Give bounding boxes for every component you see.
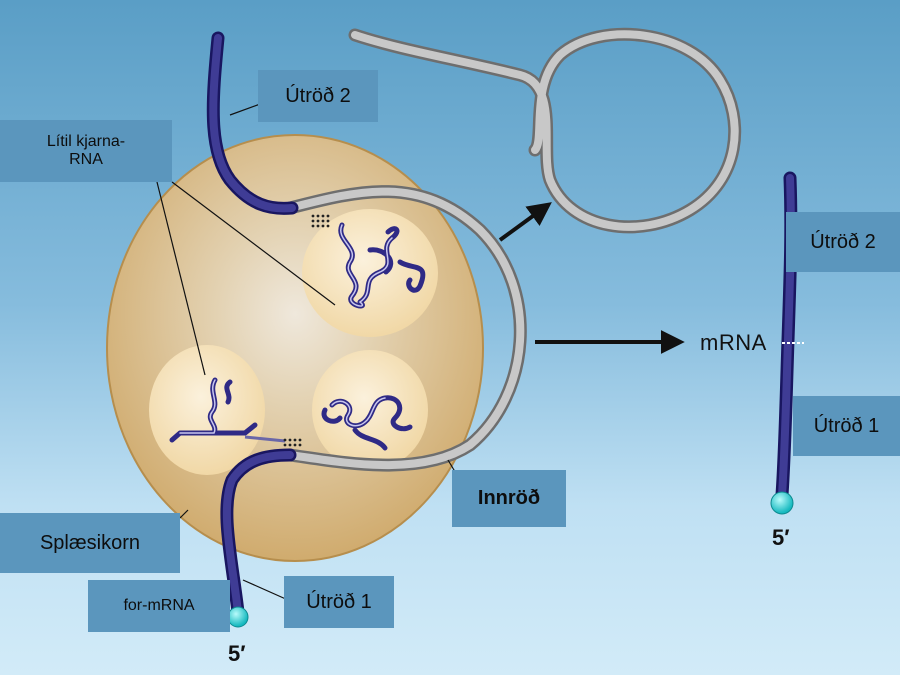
label-exon1-left: Útröð 1 [284, 576, 394, 628]
label-exon1-right: Útröð 1 [793, 396, 900, 456]
intron-lariat [348, 27, 742, 234]
lariat-arrow [498, 202, 552, 242]
snrnp-left [149, 345, 265, 475]
base-pair-dots-top [311, 214, 330, 228]
base-pair-dots-bottom [283, 438, 302, 447]
intron-strand [283, 185, 527, 472]
label-five-prime-right: 5′ [772, 525, 790, 550]
five-prime-cap-left [227, 606, 249, 628]
label-spliceosome: Splæsikorn [0, 513, 180, 573]
label-five-prime-left: 5′ [228, 641, 246, 666]
exon1-strand-left [220, 448, 297, 619]
label-exon2-left: Útröð 2 [258, 70, 378, 122]
five-prime-cap-right [770, 491, 794, 515]
snrna-connector [244, 435, 286, 443]
label-exon2-right: Útröð 2 [786, 212, 900, 272]
label-snrna: Lítil kjarna- RNA [0, 120, 172, 182]
label-intron: Innröð [452, 470, 566, 527]
snrnp-top [302, 209, 438, 337]
exon2-strand-left [206, 31, 299, 215]
label-pre-mrna: for-mRNA [88, 580, 230, 632]
label-mrna: mRNA [700, 330, 767, 355]
snrna-outline [179, 224, 393, 434]
